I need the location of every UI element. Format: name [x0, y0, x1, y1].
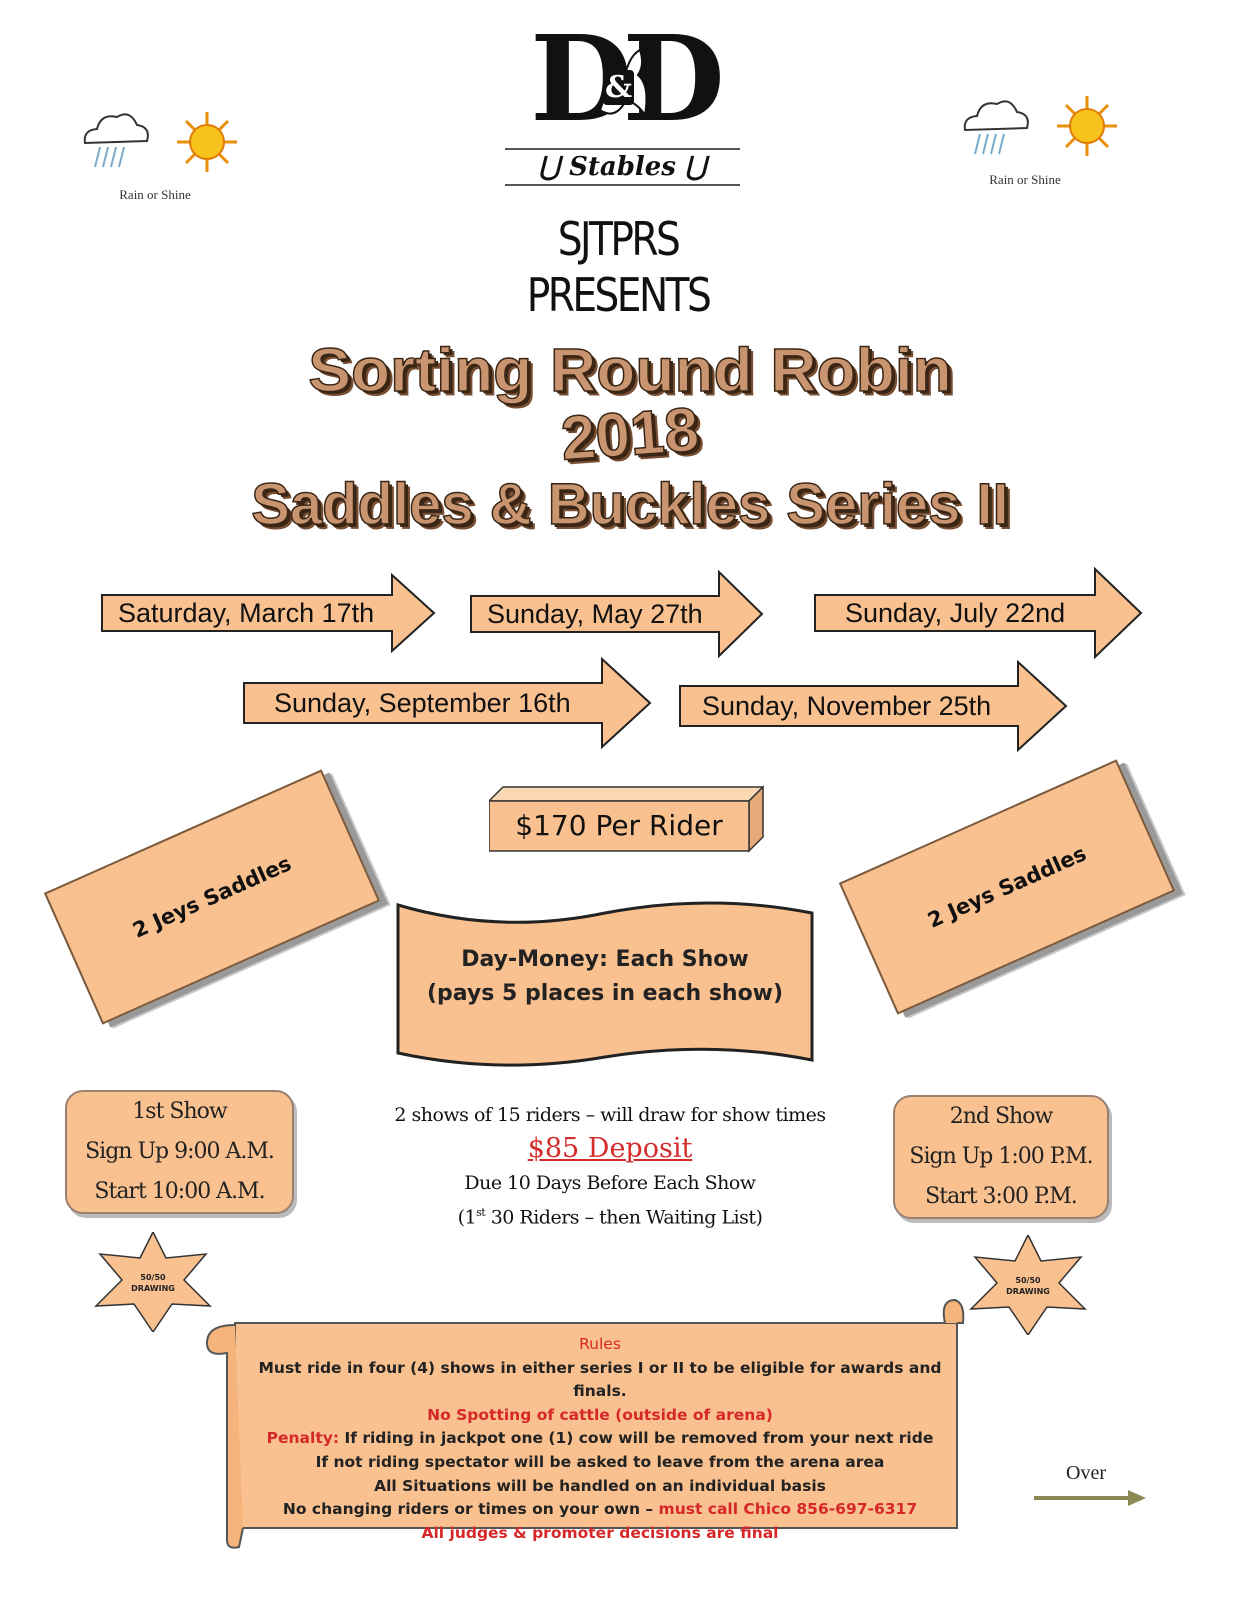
date-label: Sunday, November 25th [702, 691, 992, 721]
rules-list: Rules Must ride in four (4) shows in eit… [250, 1333, 950, 1545]
first-show-box: 1st Show Sign Up 9:00 A.M. Start 10:00 A… [65, 1090, 294, 1214]
presents-text: PRESENTS [526, 268, 712, 322]
deposit-amount: $85 Deposit [527, 1133, 693, 1164]
over-indicator: Over [1030, 1462, 1150, 1512]
weather-left: Rain or Shine [70, 105, 240, 215]
drawing-star-left: 50/50 DRAWING [88, 1232, 218, 1332]
over-label: Over [1066, 1462, 1106, 1484]
rule-item: All Situations will be handled on an ind… [374, 1476, 826, 1495]
rules-title: Rules [579, 1335, 621, 1353]
rule-item: Must ride in four (4) shows in either se… [258, 1358, 942, 1401]
riders-limit-text: (1st 30 Riders – then Waiting List) [457, 1206, 763, 1229]
show-signup-time: Sign Up 9:00 A.M. [85, 1139, 275, 1164]
sun-icon [177, 112, 237, 172]
day-money-banner: Day-Money: Each Show (pays 5 places in e… [395, 895, 815, 1075]
rule-item: No changing riders or times on your own … [282, 1500, 918, 1519]
show-title: 1st Show [132, 1099, 227, 1124]
horseshoe-icon: ⋃ [685, 152, 707, 182]
dd-stables-logo: DD & ⋃ Stables ⋃ [505, 20, 740, 186]
date-label: Saturday, March 17th [118, 598, 375, 628]
second-show-box: 2nd Show Sign Up 1:00 P.M. Start 3:00 P.… [893, 1095, 1109, 1219]
rule-item: If not riding spectator will be asked to… [315, 1452, 885, 1471]
show-info: 2 shows of 15 riders – will draw for sho… [340, 1100, 880, 1232]
show-start-time: Start 10:00 A.M. [94, 1179, 265, 1204]
rule-item: All judges & promoter decisions are fina… [421, 1523, 779, 1542]
rule-item: Penalty: If riding in jackpot one (1) co… [266, 1429, 934, 1448]
day-money-subtitle: (pays 5 places in each show) [426, 981, 784, 1006]
shows-riders-text: 2 shows of 15 riders – will draw for sho… [394, 1104, 826, 1126]
show-title: 2nd Show [949, 1104, 1054, 1129]
rules-scroll: Rules Must ride in four (4) shows in eit… [205, 1295, 970, 1550]
date-label: Sunday, May 27th [487, 599, 703, 629]
logo-stables-text: ⋃ Stables ⋃ [505, 148, 740, 186]
date-arrow: Sunday, May 27th [469, 570, 764, 658]
show-signup-time: Sign Up 1:00 P.M. [909, 1144, 1093, 1169]
rain-or-shine-caption: Rain or Shine [119, 187, 191, 202]
saddles-prize-left: 2 Jeys Saddles [43, 769, 381, 1025]
weather-right: Rain or Shine [955, 92, 1125, 202]
date-label: Sunday, July 22nd [845, 598, 1066, 628]
date-arrow: Sunday, September 16th [242, 657, 652, 749]
day-money-title: Day-Money: Each Show [461, 947, 749, 972]
arrow-right-icon [1034, 1490, 1146, 1506]
drawing-label: 50/50 DRAWING [131, 1273, 175, 1293]
drawing-star-right: 50/50 DRAWING [963, 1235, 1093, 1335]
rain-cloud-icon [963, 100, 1029, 155]
date-arrow: Saturday, March 17th [100, 573, 436, 653]
deposit-due-text: Due 10 Days Before Each Show [464, 1172, 756, 1194]
logo-stables-label: Stables [569, 152, 676, 182]
saddles-prize-text: 2 Jeys Saddles [129, 851, 295, 943]
horseshoe-icon: ⋃ [538, 152, 560, 182]
price-box: $170 Per Rider [489, 785, 764, 853]
logo-ampersand: & [603, 70, 635, 105]
saddles-prize-right: 2 Jeys Saddles [838, 759, 1176, 1015]
date-arrow: Sunday, July 22nd [813, 567, 1143, 659]
organizer-name: SJTPRS [557, 212, 681, 266]
event-title: Sorting Round Robin [308, 335, 953, 405]
show-start-time: Start 3:00 P.M. [925, 1184, 1078, 1209]
price-text: $170 Per Rider [515, 809, 723, 842]
rain-or-shine-caption: Rain or Shine [989, 172, 1061, 187]
saddles-prize-text: 2 Jeys Saddles [924, 841, 1090, 933]
rain-cloud-icon [83, 113, 149, 168]
sun-icon [1057, 96, 1117, 156]
rule-item: No Spotting of cattle (outside of arena) [427, 1405, 773, 1424]
date-label: Sunday, September 16th [274, 688, 571, 718]
date-arrow: Sunday, November 25th [678, 660, 1068, 752]
series-title: Saddles & Buckles Series II [250, 471, 1009, 538]
drawing-label: 50/50 DRAWING [1006, 1276, 1050, 1296]
